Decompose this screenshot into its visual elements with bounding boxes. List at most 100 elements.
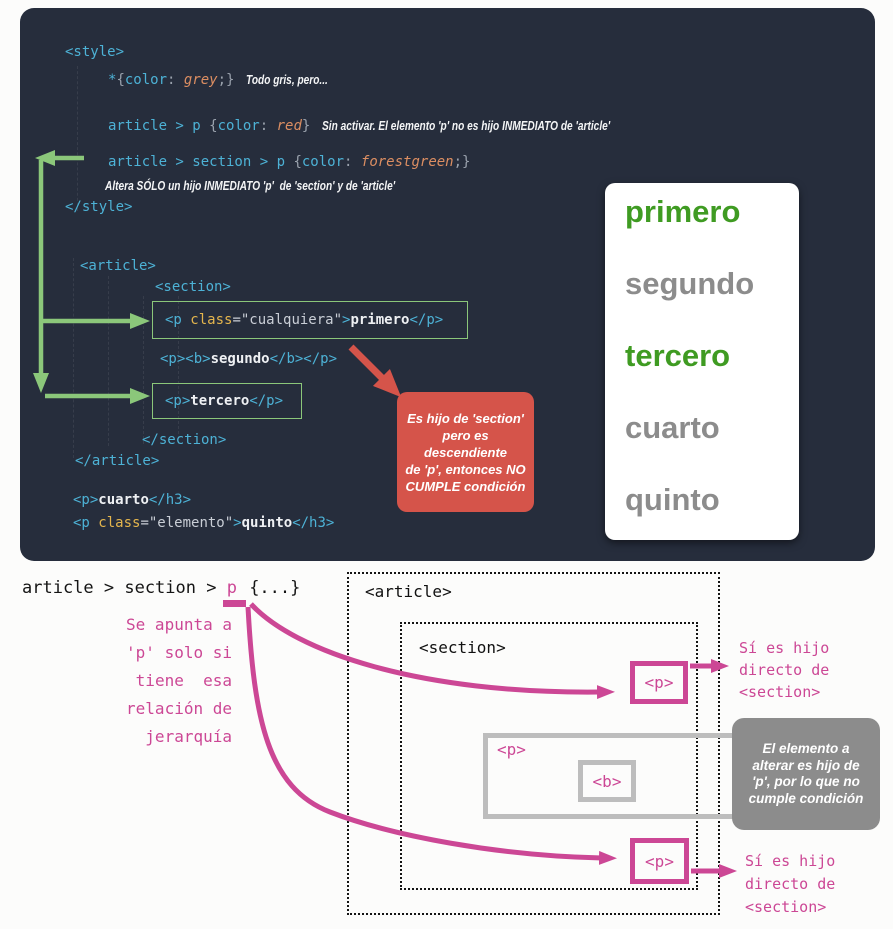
text-line: de 'p', entonces NO	[405, 461, 526, 477]
code-token: forestgreen	[360, 154, 454, 170]
text-line: <section>	[745, 898, 827, 916]
text-line: directo de	[739, 661, 830, 679]
code-token: </p>	[409, 312, 444, 328]
result-item: tercero	[625, 338, 731, 373]
code-line-cuarto: <p>cuarto</h3>	[73, 491, 191, 509]
code-token: </h3>	[292, 515, 335, 531]
code-token: </p>	[249, 393, 284, 409]
code-token: ="cualquiera"	[232, 312, 343, 328]
code-token: <p>	[73, 492, 99, 508]
code-line-article-p: article > p {color: red}Sin activar. El …	[108, 117, 692, 135]
code-line-segundo: <p><b>segundo</b></p>	[160, 350, 337, 368]
text-line: directo de	[745, 875, 836, 893]
code-line-universal: *{color: grey;}Todo gris, pero...	[108, 71, 351, 89]
text-line: tiene esa	[135, 671, 232, 690]
code-token: ;}	[217, 72, 235, 88]
code-token: cuarto	[98, 492, 149, 508]
code-token: color	[301, 154, 345, 170]
indent-guide	[77, 66, 78, 211]
text-line: CUMPLE condición	[405, 478, 526, 494]
code-token: :	[167, 72, 184, 88]
code-token: color	[124, 72, 168, 88]
text-line: alterar es hijo de	[752, 757, 860, 773]
code-token: {...}	[238, 578, 301, 598]
code-token: <p>	[165, 393, 191, 409]
code-token: <p	[165, 312, 191, 328]
code-line-article-close: </article>	[75, 452, 159, 470]
code-line-style-close: </style>	[65, 198, 132, 216]
code-token: quinto	[241, 515, 293, 531]
code-token: Sin activar. El elemento 'p' no es hijo …	[322, 118, 611, 133]
code-token: <p	[73, 515, 99, 531]
indent-guide	[178, 296, 179, 444]
code-token: tercero	[190, 393, 250, 409]
code-token: <style>	[65, 44, 125, 60]
result-item: cuarto	[625, 410, 720, 445]
text-line: <section>	[739, 683, 821, 701]
p-tag-label: <p>	[644, 673, 674, 692]
result-item: quinto	[625, 482, 720, 517]
indent-guide	[108, 276, 109, 446]
text-line: descendiente	[423, 444, 508, 460]
code-token: </article>	[75, 453, 160, 469]
code-token: grey	[183, 72, 218, 88]
code-line-quinto: <p class="elemento">quinto</h3>	[73, 514, 334, 532]
code-token: <article>	[80, 258, 156, 274]
code-line-tercero: <p>tercero</p>	[165, 392, 283, 410]
text-line: relación de	[126, 699, 232, 718]
text-line: 'p' solo si	[126, 643, 232, 662]
code-token: ;}	[453, 154, 471, 170]
article-box-label: <article>	[365, 582, 452, 601]
code-token: article > section > p	[108, 154, 294, 170]
code-line-primero: <p class="cualquiera">primero</p>	[165, 311, 443, 329]
code-token: Altera SÓLO un hijo INMEDIATO 'p' de 'se…	[105, 178, 396, 193]
text-line: pero es	[442, 427, 489, 443]
code-token: <section>	[155, 279, 231, 295]
text-line: El elemento a	[762, 741, 850, 756]
code-token: primero	[350, 312, 410, 328]
code-token: >	[233, 515, 242, 531]
code-line-section-close: </section>	[142, 431, 226, 449]
text-line: jerarquía	[145, 727, 232, 746]
p-tag-label: <p>	[497, 740, 526, 759]
code-line-style-open: <style>	[65, 43, 124, 61]
code-token: {	[293, 154, 302, 170]
highlight-box-primero	[152, 301, 468, 339]
code-token: *	[108, 72, 117, 88]
indent-guide	[143, 296, 144, 444]
text-line: 'p', por lo que no	[752, 774, 860, 789]
code-token: Todo gris, pero...	[246, 72, 329, 87]
code-token: article > section >	[22, 578, 227, 598]
rendered-result-panel: primero segundo tercero cuarto quinto	[605, 183, 799, 540]
text-line: Sí es hijo	[739, 639, 830, 657]
code-token: p	[222, 577, 246, 607]
p-direct-child-box-bottom: <p>	[630, 838, 689, 884]
code-line-comment: Altera SÓLO un hijo INMEDIATO 'p' de 'se…	[105, 177, 477, 195]
b-tag-label: <b>	[592, 771, 622, 791]
code-token: }	[301, 118, 311, 134]
code-token: </section>	[142, 432, 227, 448]
code-token: :	[259, 118, 277, 134]
code-token: class	[98, 515, 141, 531]
p-direct-child-box-top: <p>	[630, 661, 688, 704]
code-token: red	[276, 118, 302, 134]
code-line-article-section-p: article > section > p {color: forestgree…	[108, 153, 470, 171]
code-token: {	[209, 118, 218, 134]
code-token: </style>	[65, 199, 133, 215]
code-token: </b></p>	[269, 351, 338, 367]
code-token: ="elemento"	[140, 515, 234, 531]
text-line: cumple condición	[748, 790, 864, 806]
code-token: >	[342, 312, 351, 328]
code-token: class	[190, 312, 233, 328]
indent-guide	[73, 258, 74, 458]
code-token: color	[217, 118, 260, 134]
annotation-direct-child-top: Sí es hijo directo de <section>	[739, 637, 829, 703]
result-item: segundo	[625, 266, 755, 301]
code-token: :	[344, 154, 361, 170]
p-tag-label: <p>	[645, 851, 674, 871]
result-item: primero	[625, 194, 741, 229]
